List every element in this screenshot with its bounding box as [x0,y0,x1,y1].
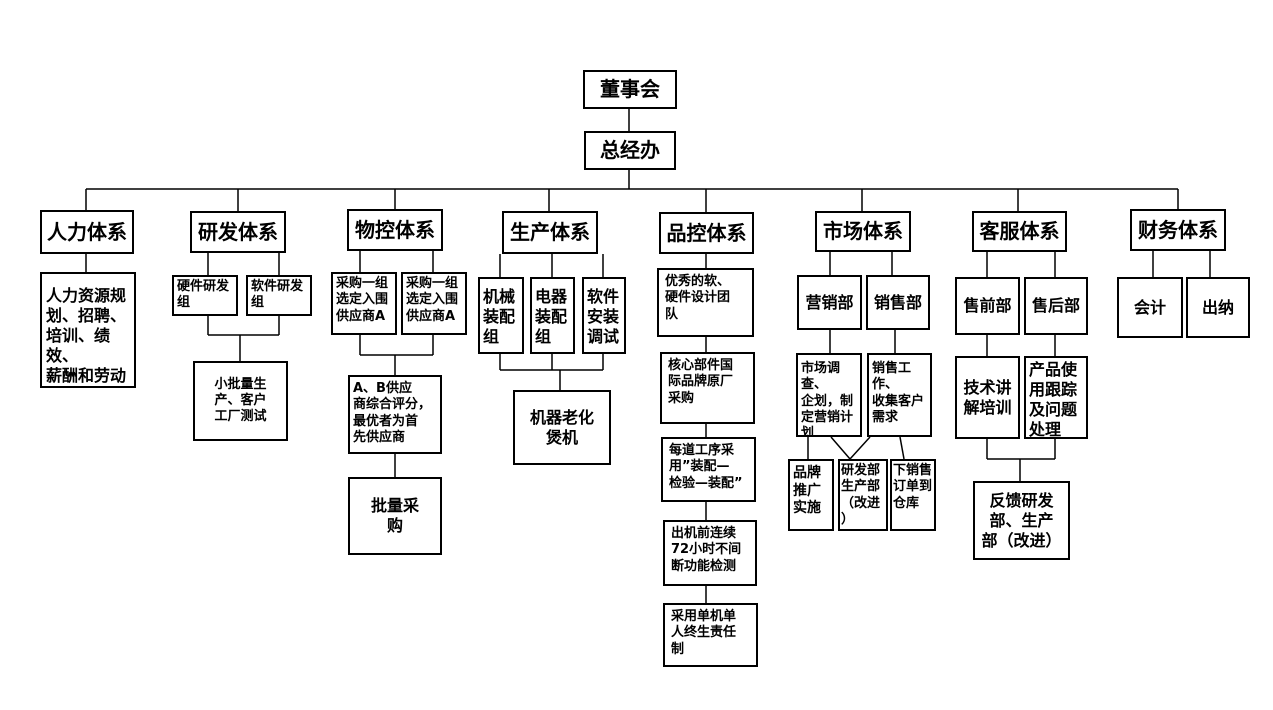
sales-dept-box: 销售部 [866,275,930,330]
finance-system-box: 财务体系 [1130,209,1226,251]
gm-office-box: 总经办 [584,131,676,170]
cashier-box: 出纳 [1186,277,1250,338]
hr-duties-box: 人力资源规 划、招聘、 培训、绩效、 薪酬和劳动 关系等 [40,272,136,388]
process-inspection-box: 每道工序采 用”装配— 检验—装配” [661,437,756,502]
hr-system-box: 人力体系 [40,210,134,254]
brand-promotion-box: 品牌 推广 实施 [788,459,834,531]
software-install-box: 软件 安装 调试 [582,277,626,354]
market-survey-box: 市场调查、 企划，制 定营销计 划 [796,353,862,437]
small-batch-trial-box: 小批量生 产、客户 工厂测试 [193,361,288,441]
production-system-box: 生产体系 [502,211,598,254]
tech-training-box: 技术讲 解培训 [955,356,1020,439]
hardware-rd-box: 硬件研发 组 [172,275,238,316]
sales-order-box: 下销售 订单到 仓库 [890,459,936,531]
market-system-box: 市场体系 [815,211,911,252]
feedback-improve-box: 反馈研发 部、生产 部（改进） [973,481,1070,560]
machine-aging-box: 机器老化 煲机 [513,390,611,465]
accounting-box: 会计 [1117,277,1183,338]
rd-production-improve-box: 研发部 生产部 （改进 ） [838,459,888,531]
core-parts-box: 核心部件国 际品牌原厂 采购 [660,352,755,424]
service-system-box: 客服体系 [972,211,1067,252]
purchase-group-2-box: 采购一组 选定入围 供应商A [401,272,467,335]
aftersales-dept-box: 售后部 [1024,277,1088,335]
mechanical-assembly-box: 机械 装配 组 [478,277,524,354]
design-team-box: 优秀的软、 硬件设计团 队 [657,268,754,337]
continuous-test-box: 出机前连续 72小时不间 断功能检测 [663,520,757,586]
rd-system-box: 研发体系 [190,211,286,253]
software-rd-box: 软件研发 组 [246,275,312,316]
product-tracking-box: 产品使 用跟踪 及问题 处理 [1024,356,1088,439]
marketing-dept-box: 营销部 [797,275,862,330]
material-system-box: 物控体系 [347,209,443,251]
batch-purchase-box: 批量采 购 [348,477,442,555]
electrical-assembly-box: 电器 装配 组 [530,277,575,354]
presales-dept-box: 售前部 [955,277,1020,335]
purchase-group-1-box: 采购一组 选定入围 供应商A [331,272,397,335]
quality-system-box: 品控体系 [659,212,754,254]
sales-work-box: 销售工作、 收集客户 需求 [867,353,932,437]
board-box: 董事会 [583,70,677,109]
lifetime-responsibility-box: 采用单机单 人终生责任 制 [663,603,758,667]
supplier-evaluation-box: A、B供应 商综合评分， 最优者为首 先供应商 [348,375,442,454]
